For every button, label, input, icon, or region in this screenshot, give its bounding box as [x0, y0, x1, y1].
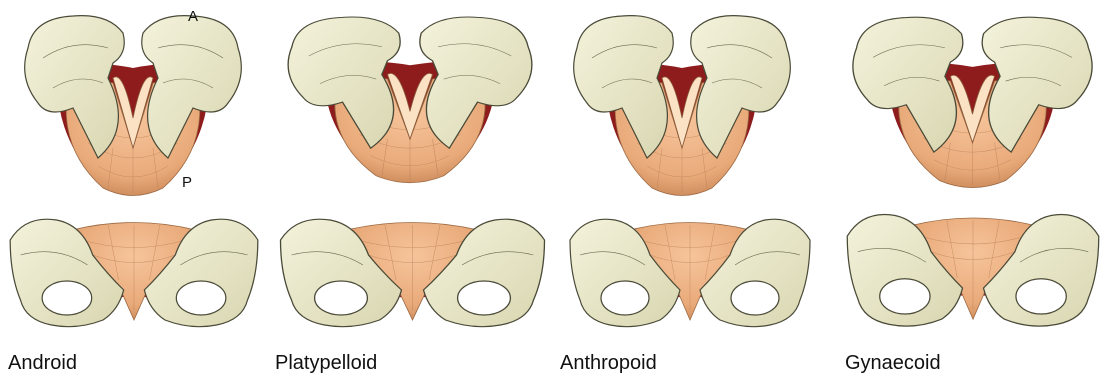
- gynaecoid-top-view: [840, 10, 1105, 190]
- label-platypelloid: Platypelloid: [275, 352, 377, 375]
- label-anthropoid: Anthropoid: [560, 352, 657, 375]
- posterior-marker: P: [182, 174, 192, 191]
- platypelloid-top-view: [275, 10, 545, 185]
- platypelloid-front-view: [275, 210, 550, 340]
- gynaecoid-front-view: [842, 205, 1104, 340]
- anthropoid-front-view: [565, 210, 815, 340]
- anthropoid-top-view: [562, 8, 802, 198]
- android-top-view: [8, 8, 258, 198]
- label-gynaecoid: Gynaecoid: [845, 352, 941, 375]
- anterior-marker: A: [188, 8, 198, 25]
- android-front-view: [5, 210, 263, 340]
- label-android: Android: [8, 352, 77, 375]
